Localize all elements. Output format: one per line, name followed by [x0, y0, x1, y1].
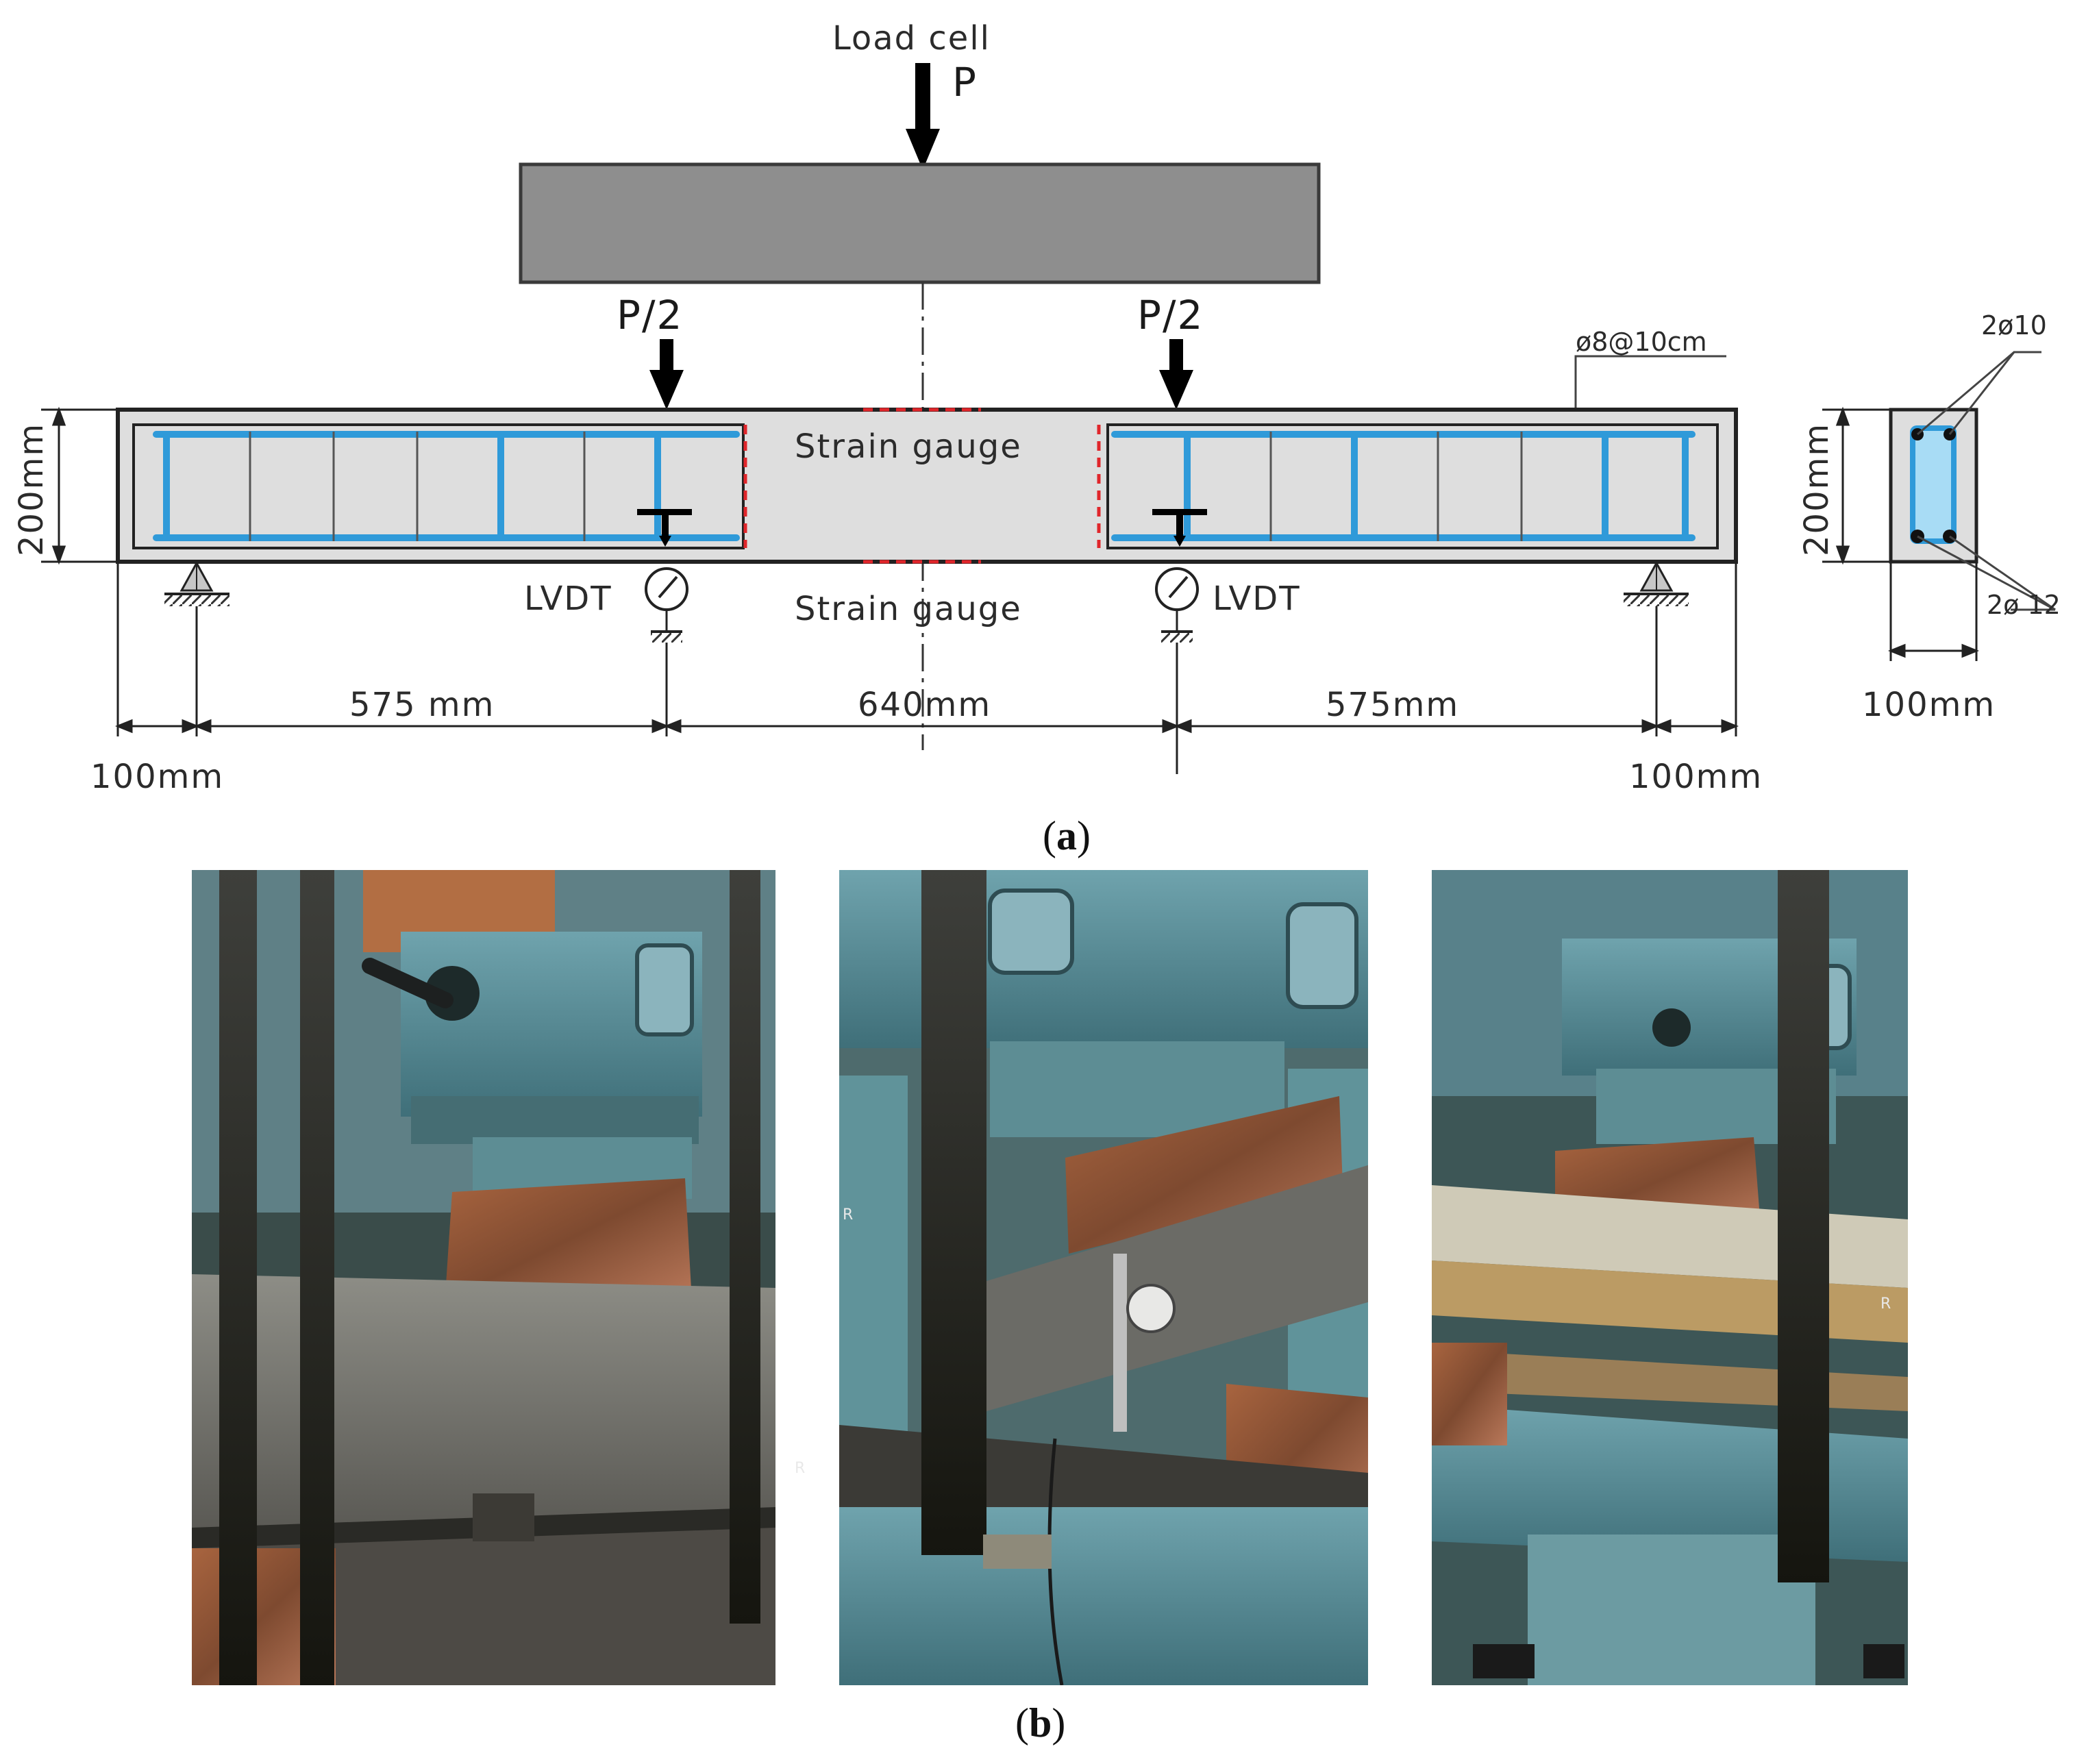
- photo-2-nameplate-mark: R: [843, 1206, 853, 1223]
- half-load-right-label: P/2: [1137, 292, 1204, 338]
- half-load-right-arrow: [1159, 339, 1193, 410]
- cross-section: 2ø10 2ø 12 200mm 100mm: [1798, 310, 2061, 724]
- photo-test-setup-1: [192, 870, 775, 1685]
- lvdt-right-pad: [1152, 509, 1207, 547]
- section-bottom-bars-label: 2ø 12: [1987, 590, 2061, 620]
- beam-depth-label: 200mm: [12, 423, 51, 556]
- beam-depth-dimension: [41, 406, 118, 565]
- load-cell-label: Load cell: [832, 19, 991, 58]
- beam-core-right: [1106, 423, 1719, 549]
- dim-shear-span-left: 575 mm: [349, 686, 495, 724]
- lvdt-left-label: LVDT: [524, 580, 612, 618]
- photo-test-setup-2: [839, 870, 1368, 1685]
- dim-overhang-right: 100mm: [1629, 758, 1763, 796]
- stirrups-left: [163, 432, 661, 541]
- stirrup-spacing-label: ø8@10cm: [1576, 327, 1707, 357]
- support-right: [1624, 560, 1689, 606]
- caption-a-letter: a: [1056, 813, 1077, 858]
- section-depth-label: 200mm: [1798, 423, 1836, 556]
- half-load-left-label: P/2: [617, 292, 683, 338]
- dim-shear-span-right: 575mm: [1326, 686, 1459, 724]
- lvdt-left-gauge: [645, 567, 688, 643]
- stirrups-right: [1184, 432, 1689, 541]
- caption-b: (b): [1015, 1700, 1065, 1746]
- caption-b-letter: b: [1029, 1700, 1052, 1746]
- section-top-bars-label: 2ø10: [1981, 310, 2047, 340]
- rebar-right: [1111, 431, 1696, 541]
- section-width-label: 100mm: [1862, 686, 1996, 724]
- photo-1-nameplate-mark: R: [795, 1460, 805, 1477]
- span-dimension-lines: [114, 562, 1739, 774]
- caption-a: (a): [1043, 813, 1091, 858]
- beam-core-left: [132, 423, 745, 549]
- dim-overhang-left: 100mm: [90, 758, 224, 796]
- half-load-left-arrow: [649, 339, 684, 410]
- loading-spreader-beam: [519, 162, 1321, 284]
- lvdt-left-pad: [637, 509, 692, 547]
- strain-gauge-markers: [743, 408, 1101, 564]
- lvdt-right-label: LVDT: [1213, 580, 1301, 618]
- support-left: [164, 560, 229, 606]
- photo-3-nameplate-mark: R: [1880, 1295, 1891, 1313]
- strain-gauge-bottom-label: Strain gauge: [795, 590, 1022, 628]
- panel-a-diagram: Load cell P P/2 P/2 ø8@10cm: [12, 19, 2061, 796]
- lvdt-right-gauge: [1155, 567, 1199, 643]
- dim-middle-span: 640mm: [858, 686, 991, 724]
- strain-gauge-top-label: Strain gauge: [795, 427, 1022, 466]
- section-stirrup: [1910, 425, 1957, 544]
- load-symbol-label: P: [952, 59, 978, 105]
- rebar-left: [153, 431, 740, 541]
- photo-test-setup-3: [1432, 870, 1908, 1685]
- main-load-arrow: [906, 63, 940, 170]
